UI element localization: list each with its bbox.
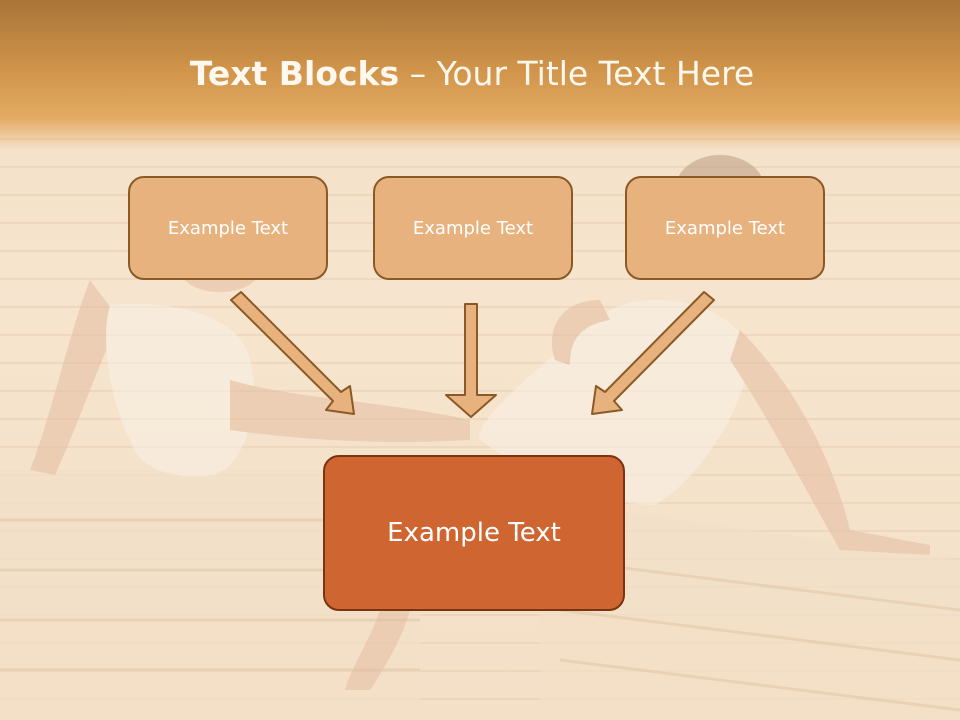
title-separator: – — [399, 54, 437, 93]
title-rest: Your Title Text Here — [436, 54, 755, 93]
arrow-right-icon — [591, 291, 715, 415]
text-block-right[interactable]: Example Text — [625, 176, 825, 280]
slide-title: Text Blocks – Your Title Text Here — [0, 54, 944, 93]
arrow-down-icon — [445, 303, 497, 418]
text-block-center[interactable]: Example Text — [373, 176, 573, 280]
arrow-left-icon — [230, 291, 355, 415]
title-bar — [0, 0, 960, 150]
text-block-left[interactable]: Example Text — [128, 176, 328, 280]
text-block-bottom[interactable]: Example Text — [323, 455, 625, 611]
title-bold: Text Blocks — [189, 54, 400, 93]
